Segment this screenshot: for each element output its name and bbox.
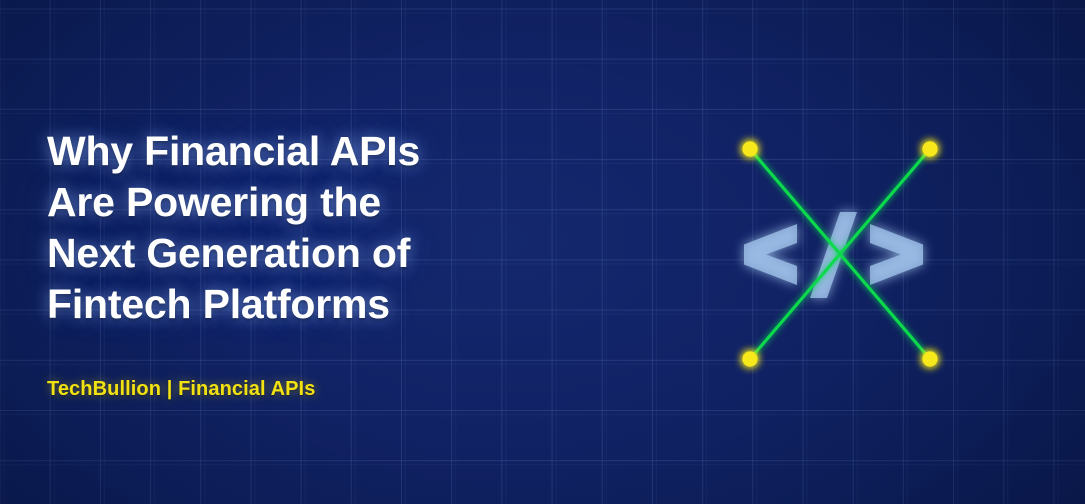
code-api-graphic: [700, 110, 990, 400]
source-and-topic-label: TechBullion | Financial APIs: [47, 378, 316, 400]
headline-text-block: Why Financial APIs Are Powering the Next…: [47, 126, 567, 400]
page-title: Why Financial APIs Are Powering the Next…: [47, 128, 421, 327]
node-top-left: [742, 141, 758, 157]
code-brackets-icon: [744, 212, 923, 298]
node-bottom-left: [742, 351, 758, 367]
network-connection-lines: [748, 147, 932, 361]
node-top-right: [922, 141, 938, 157]
network-endpoint-nodes: [742, 141, 938, 367]
node-bottom-right: [922, 351, 938, 367]
